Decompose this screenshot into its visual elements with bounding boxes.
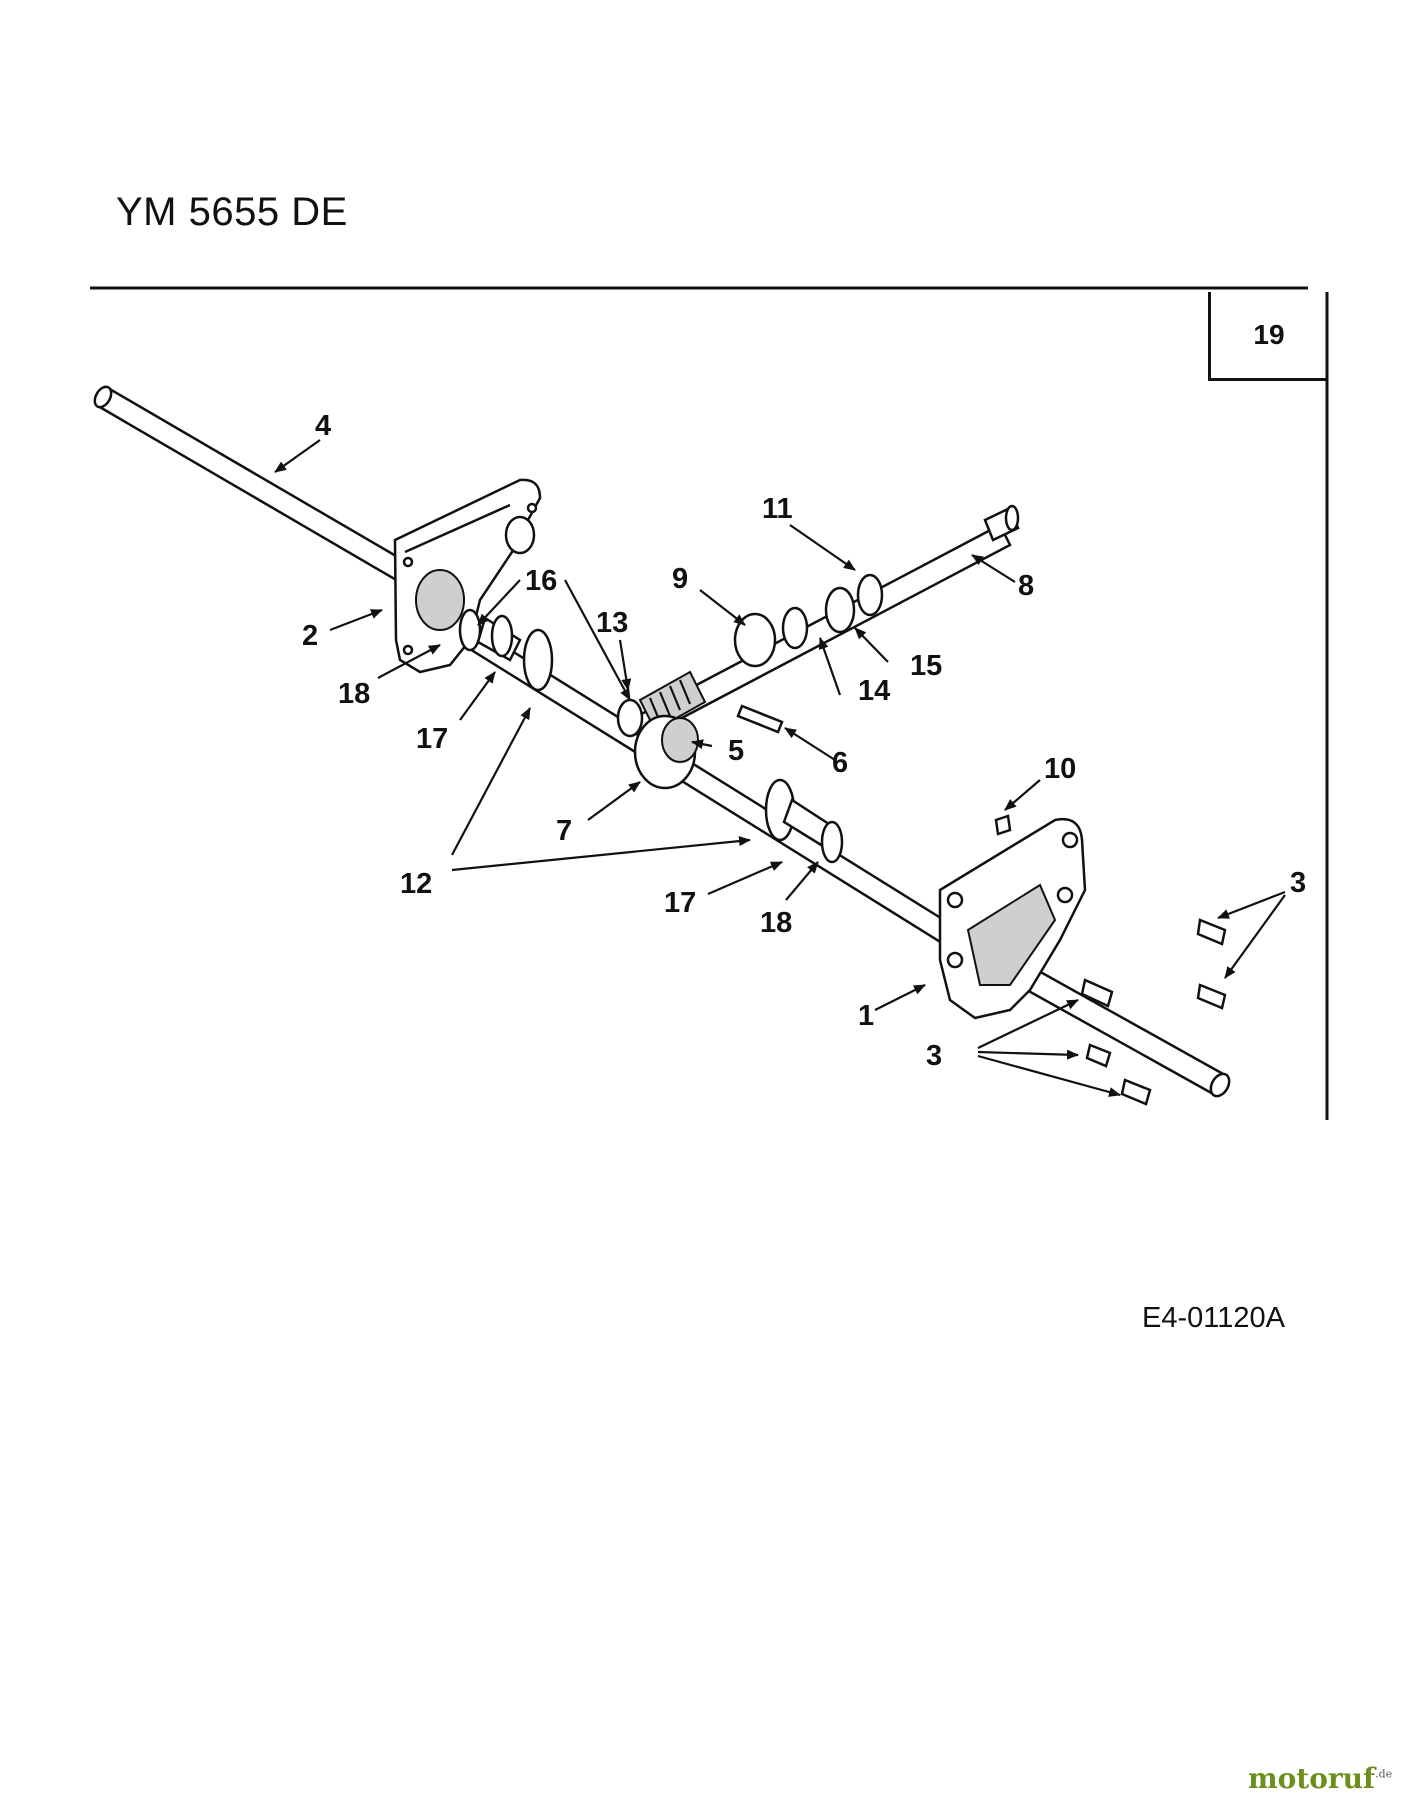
- diagram-reference-code: E4-01120A: [1142, 1302, 1285, 1334]
- callout-14: 14: [858, 675, 890, 707]
- hex-bolt-part: [1080, 918, 1227, 1106]
- callout-18-right: 18: [760, 907, 792, 939]
- watermark-brand: motoruf: [1248, 1762, 1376, 1795]
- callout-13: 13: [596, 607, 628, 639]
- callout-7: 7: [556, 815, 572, 847]
- callout-3-right: 3: [1290, 867, 1306, 899]
- callout-11: 11: [762, 493, 793, 525]
- right-gear-housing-part: [938, 817, 1087, 1020]
- callout-5: 5: [728, 735, 744, 767]
- worm-shaft-washers-part: [733, 573, 884, 668]
- brand-watermark[interactable]: motoruf.de: [1248, 1762, 1392, 1795]
- callout-3-bottom: 3: [926, 1040, 942, 1072]
- callout-2: 2: [302, 620, 318, 652]
- callout-9: 9: [672, 563, 688, 595]
- callout-17-right: 17: [664, 887, 696, 919]
- callout-15: 15: [910, 650, 942, 682]
- leader-lines: [274, 439, 1286, 1097]
- right-bushings-part: [764, 778, 844, 864]
- callout-8: 8: [1018, 570, 1034, 602]
- worm-shaft-part: [616, 504, 1020, 742]
- diagram-title: YM 5655 DE: [116, 190, 348, 234]
- page-number-box: 19: [1208, 292, 1327, 381]
- roll-pin-part: [736, 704, 784, 734]
- left-bushings-part: [458, 608, 554, 692]
- axle-gear-part: [633, 714, 699, 790]
- callout-12: 12: [400, 868, 432, 900]
- callout-17-left: 17: [416, 723, 448, 755]
- watermark-suffix: .de: [1375, 1767, 1393, 1781]
- page-number: 19: [1253, 319, 1285, 350]
- callout-16: 16: [525, 565, 557, 597]
- callout-10: 10: [1044, 753, 1076, 785]
- callout-6: 6: [832, 747, 848, 779]
- callout-1: 1: [858, 1000, 874, 1032]
- callout-4: 4: [315, 410, 331, 442]
- vent-plug-part: [994, 814, 1012, 836]
- left-housing-plate-part: [393, 478, 542, 674]
- callout-18-left: 18: [338, 678, 370, 710]
